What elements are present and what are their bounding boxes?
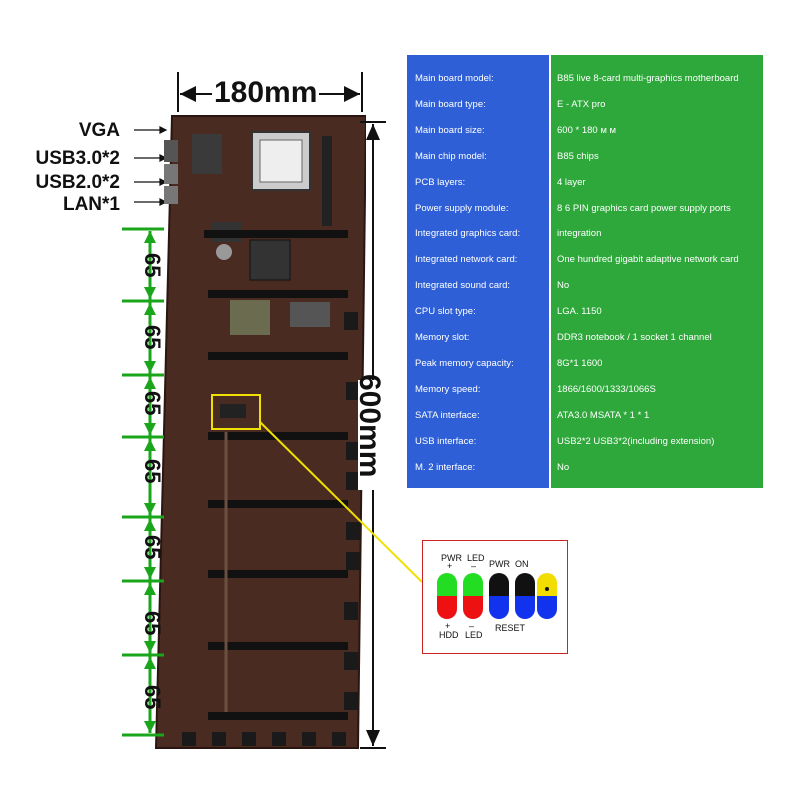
spec-value: B85 chips <box>557 150 599 162</box>
spacing-label-2: 65 <box>140 325 165 350</box>
spec-row: Memory slot: DDR3 notebook / 1 socket 1 c… <box>407 324 763 350</box>
port-label-usb3: USB3.0*2 <box>35 148 121 169</box>
spec-key: Integrated graphics card: <box>415 228 521 240</box>
spec-table: Main board model: B85 live 8-card multi-g… <box>407 55 763 488</box>
spec-row: Integrated graphics card: integration <box>407 220 763 246</box>
port-label-lan: LAN*1 <box>62 194 120 215</box>
spec-value: LGA. 1150 <box>557 306 602 318</box>
spec-key: Main board type: <box>415 98 486 110</box>
spec-key: Power supply module: <box>415 202 509 214</box>
spec-key: Main board size: <box>415 124 485 136</box>
pin-label-pwr-plus: + <box>447 561 453 571</box>
port-arrows <box>134 126 168 206</box>
pin-label-hdd: HDD <box>439 630 459 640</box>
spec-value: 8 6 PIN graphics card power supply ports <box>557 202 731 214</box>
width-label: 180mm <box>212 76 320 110</box>
port-label-usb2: USB2.0*2 <box>35 172 121 193</box>
spacing-label-7: 65 <box>140 685 165 710</box>
spec-row: Integrated sound card: No <box>407 272 763 298</box>
spec-row: USB interface: USB2*2 USB3*2(including ex… <box>407 428 763 454</box>
spec-row: Memory speed: 1866/1600/1333/1066S <box>407 376 763 402</box>
pin-label-pwr2: PWR <box>489 559 510 569</box>
spec-row: PCB layers: 4 layer <box>407 169 763 195</box>
width-dimension: 180mm <box>176 72 366 112</box>
spec-row: Main board model: B85 live 8-card multi-g… <box>407 65 763 91</box>
spec-value: USB2*2 USB3*2(including extension) <box>557 435 715 447</box>
spec-value: integration <box>557 228 602 240</box>
spec-key: SATA interface: <box>415 409 480 421</box>
spec-key: Memory slot: <box>415 332 470 343</box>
spacing-label-5: 65 <box>140 535 165 560</box>
spec-key: Main board model: <box>415 73 494 84</box>
spec-key: PCB layers: <box>415 176 466 188</box>
front-panel-pin-diagram: PWR + LED – PWR ON + HDD – LED RESET <box>422 540 568 654</box>
motherboard-image <box>152 112 368 752</box>
spec-row: Main board type: E - ATX pro <box>407 91 763 117</box>
spec-row: SATA interface: ATA3.0 MSATA * 1 * 1 <box>407 402 763 428</box>
pin-label-led: LED <box>467 553 485 563</box>
pin-label-led-minus: – <box>471 561 477 571</box>
spec-value: B85 live 8-card multi-graphics motherboa… <box>557 73 739 84</box>
spec-row: Peak memory capacity: 8G*1 1600 <box>407 350 763 376</box>
spec-key: CPU slot type: <box>415 306 476 318</box>
spec-row: Integrated network card: One hundred giga… <box>407 246 763 272</box>
spacing-label-6: 65 <box>140 611 165 636</box>
pin-label-led2: LED <box>465 630 483 640</box>
spec-key: M. 2 interface: <box>415 461 476 473</box>
spec-value: No <box>557 461 570 473</box>
spec-row: CPU slot type: LGA. 1150 <box>407 298 763 324</box>
pin-label-pwr: PWR <box>441 553 462 563</box>
spacing-label-4: 65 <box>140 459 165 484</box>
callout-line <box>259 421 423 583</box>
spec-row: M. 2 interface: No <box>407 454 763 480</box>
spec-row: Power supply module: 8 6 PIN graphics car… <box>407 195 763 221</box>
spec-value: DDR3 notebook / 1 socket 1 channel <box>557 332 712 343</box>
spec-value: 600 * 180 м м <box>557 124 617 136</box>
spec-key: Memory speed: <box>415 383 481 395</box>
spec-value: 1866/1600/1333/1066S <box>557 383 656 395</box>
spec-value: No <box>557 280 570 292</box>
spec-key: Integrated network card: <box>415 254 518 266</box>
spec-value: One hundred gigabit adaptive network car… <box>557 254 739 266</box>
pin-label-led2-minus: – <box>469 621 475 631</box>
spec-value: E - ATX pro <box>557 98 606 110</box>
spec-value: ATA3.0 MSATA * 1 * 1 <box>557 409 650 421</box>
spec-value: 8G*1 1600 <box>557 357 603 369</box>
port-label-vga: VGA <box>78 120 120 141</box>
pin-label-hdd-plus: + <box>445 621 451 631</box>
pin-label-on: ON <box>515 559 529 569</box>
spec-value: 4 layer <box>557 176 586 188</box>
spec-key: Peak memory capacity: <box>415 357 514 369</box>
spec-row: Main chip model: B85 chips <box>407 143 763 169</box>
pin-label-reset: RESET <box>495 623 526 633</box>
spacing-markers <box>122 227 164 737</box>
spacing-label-1: 65 <box>140 253 165 278</box>
spec-key: Main chip model: <box>415 150 487 162</box>
spec-key: USB interface: <box>415 435 477 447</box>
spacing-label-3: 65 <box>140 391 165 416</box>
spec-key: Integrated sound card: <box>415 280 511 292</box>
spec-row: Main board size: 600 * 180 м м <box>407 117 763 143</box>
